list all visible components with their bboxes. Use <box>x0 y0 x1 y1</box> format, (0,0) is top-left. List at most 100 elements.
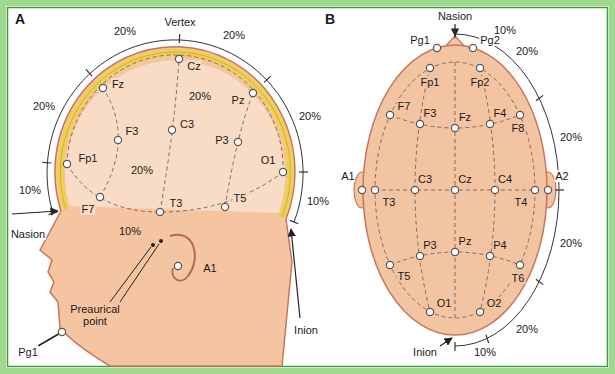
electrode-site <box>516 261 523 268</box>
electrode-site <box>99 84 106 91</box>
distance-percent: 20% <box>298 110 322 122</box>
electrode-site <box>168 126 175 133</box>
measure-tick <box>536 279 543 284</box>
site-label: A1 <box>202 262 217 274</box>
leader-line <box>120 244 159 302</box>
electrode-site <box>386 111 393 118</box>
site-label: F8 <box>511 122 526 134</box>
leader-line <box>110 247 151 302</box>
measure-tick <box>179 34 181 43</box>
distance-percent: 20% <box>515 323 539 335</box>
site-label: Fz <box>458 111 472 123</box>
site-label: Vertex <box>163 16 196 28</box>
site-label: T3 <box>169 197 184 209</box>
distance-percent: 10% <box>493 24 517 36</box>
site-label: O1 <box>436 297 453 309</box>
electrode-site <box>469 44 476 51</box>
electrode-site <box>249 89 256 96</box>
inner-frame <box>8 8 608 367</box>
site-label: T3 <box>382 196 397 208</box>
site-label: P3 <box>214 134 229 146</box>
measure-tick <box>49 212 58 215</box>
site-label: F3 <box>125 125 140 137</box>
electrode-site <box>58 328 65 335</box>
site-label: A1 <box>340 170 355 182</box>
electrode-site <box>96 193 103 200</box>
measure-tick <box>86 69 92 76</box>
distance-percent: 20% <box>32 100 56 112</box>
electrode-site <box>156 208 163 215</box>
site-label: Fz <box>111 78 125 90</box>
preauricular-dot <box>151 243 155 247</box>
distance-percent: 10% <box>306 195 330 207</box>
distance-percent: 20% <box>515 45 539 57</box>
measure-tick <box>536 95 543 100</box>
site-label: P3 <box>422 239 437 251</box>
site-label: P4 <box>492 239 507 251</box>
site-label: F3 <box>423 107 438 119</box>
electrode-site <box>234 138 241 145</box>
site-label: T5 <box>397 270 412 282</box>
measure-tick <box>42 162 51 164</box>
site-label: C3 <box>179 118 195 130</box>
site-label: Fp1 <box>420 76 441 88</box>
measure-ticks <box>42 29 564 351</box>
electrode-site <box>516 111 523 118</box>
electrode-site <box>63 160 70 167</box>
skull-edge <box>60 52 290 217</box>
distance-percent: 20% <box>188 90 212 102</box>
inion-arrow <box>440 338 452 346</box>
distance-percent: 20% <box>113 25 137 37</box>
site-label: A2 <box>554 170 569 182</box>
head-top <box>363 45 547 335</box>
electrode-site <box>174 262 181 269</box>
distance-percent: 10% <box>473 346 497 358</box>
nasion-arrow <box>12 211 58 214</box>
panel-letter: A <box>14 12 26 27</box>
measure-tick <box>290 220 298 223</box>
site-label: F7 <box>397 100 412 112</box>
site-label: Pz <box>458 235 473 247</box>
electrode-site <box>358 186 365 193</box>
electrode-site <box>416 252 423 259</box>
distance-percent: 20% <box>222 29 246 41</box>
inion-arrow <box>291 229 300 318</box>
site-label: Nasion <box>437 10 473 22</box>
site-label: Pg1 <box>409 34 431 46</box>
site-label: Pg1 <box>17 346 39 358</box>
electrode-site <box>451 248 458 255</box>
distance-percent: 10% <box>18 184 42 196</box>
site-label: Fp2 <box>470 76 491 88</box>
electrode-site <box>476 64 483 71</box>
site-label: O1 <box>260 154 277 166</box>
electrode-set <box>58 44 551 335</box>
site-label: T6 <box>511 272 526 284</box>
electrode-site <box>451 186 458 193</box>
electrode-lines-top <box>375 62 535 318</box>
measure-tick <box>299 171 308 172</box>
electrode-site <box>279 168 286 175</box>
skull-band <box>60 52 290 217</box>
distance-percent: 10% <box>118 225 142 237</box>
electrode-lines-side <box>67 55 283 212</box>
electrode-site <box>416 120 423 127</box>
site-label: C4 <box>497 173 513 185</box>
electrode-site <box>451 124 458 131</box>
electrode-site <box>371 186 378 193</box>
measure-tick <box>555 189 564 190</box>
electrode-site <box>544 186 551 193</box>
site-label: Inion <box>293 324 319 336</box>
site-label: Fp1 <box>78 152 99 164</box>
site-label: T5 <box>233 192 248 204</box>
electrode-site <box>491 186 498 193</box>
site-label: Inion <box>412 346 438 358</box>
electrode-site <box>426 64 433 71</box>
distance-percent: 20% <box>559 131 583 143</box>
preauricular-dot <box>159 239 163 243</box>
measure-tick <box>264 76 270 82</box>
electrode-site <box>386 261 393 268</box>
site-label: Pz <box>231 94 246 106</box>
site-label: Cz <box>186 60 201 72</box>
site-label: F4 <box>493 107 508 119</box>
